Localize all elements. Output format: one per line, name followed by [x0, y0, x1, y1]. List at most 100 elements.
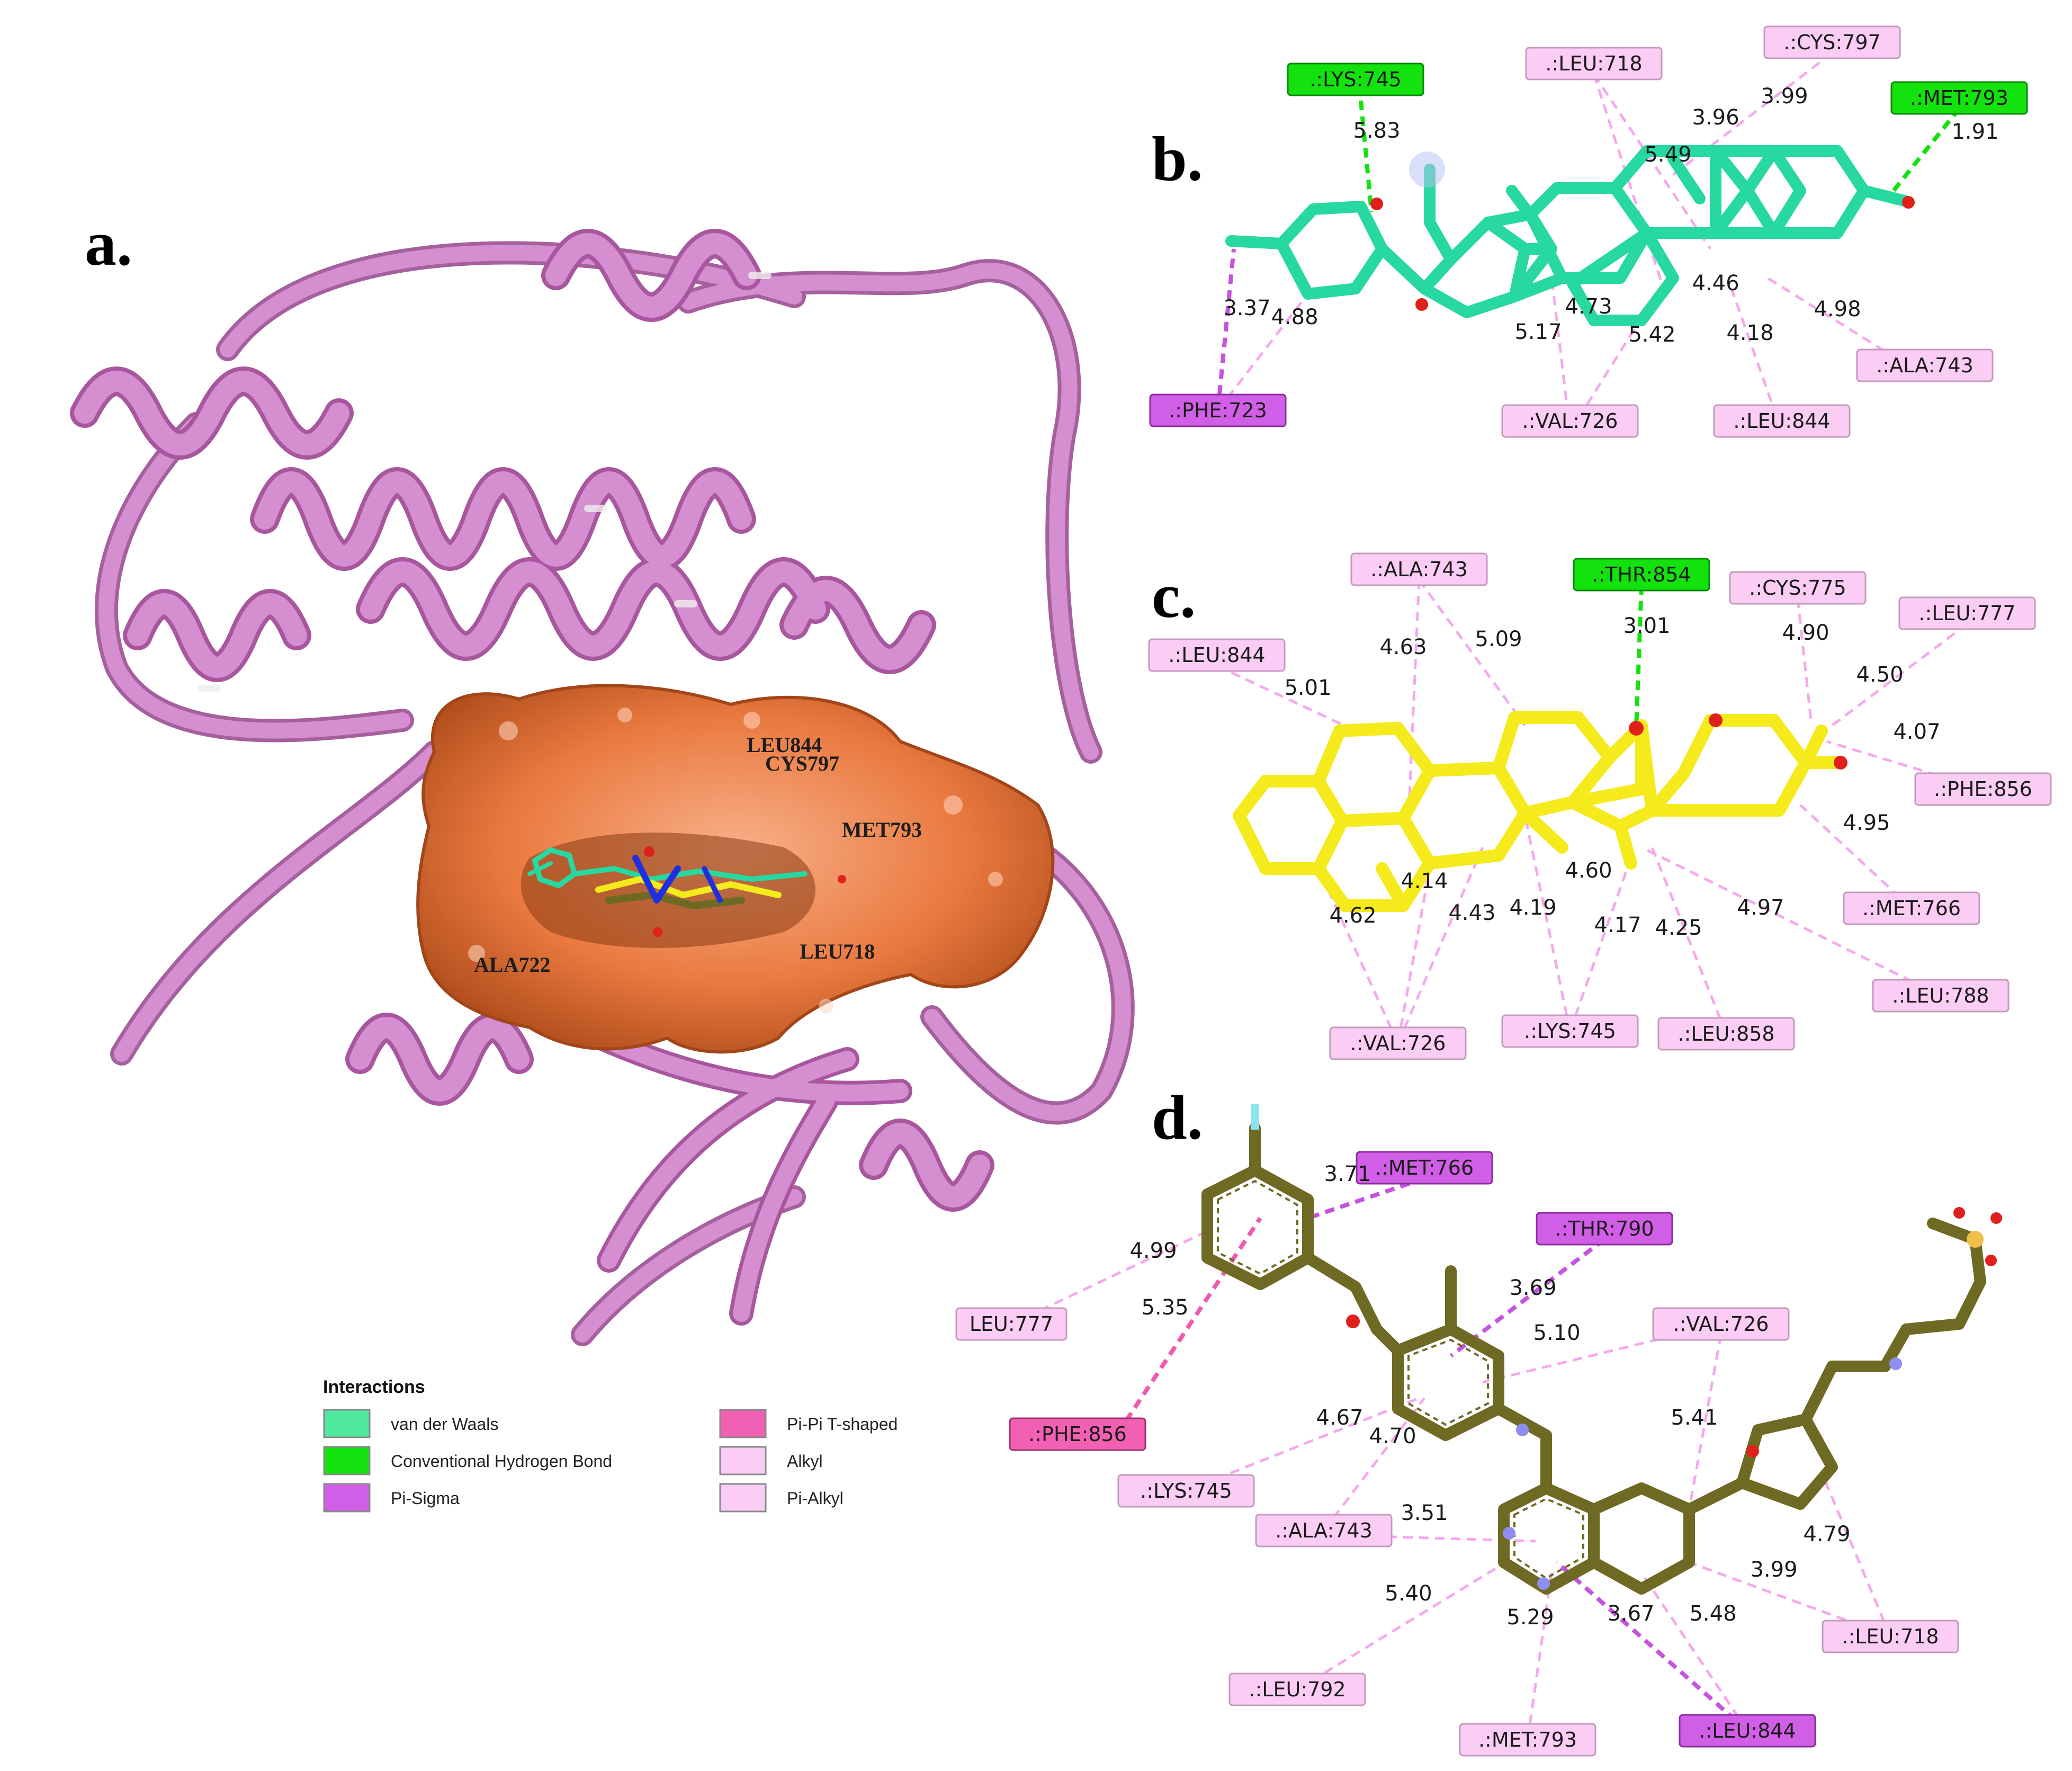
residue-name: .:CYS:797	[1783, 31, 1880, 54]
residue-name: .:LEU:844	[1699, 1719, 1796, 1742]
panel-d-distance-label: 3.99	[1750, 1558, 1797, 1582]
panel-c-letter: c.	[1152, 560, 1196, 631]
panel-c-residue-label: .:MET:766	[1843, 891, 1980, 925]
panel-d-ring-dashes	[1217, 1179, 1584, 1580]
panel-d-interaction-line	[1555, 1561, 1749, 1732]
panel-c: c. .:ALA:743.:THR:854.:CYS:775.:LEU:777.…	[1148, 552, 2052, 1060]
panel-c-interactions	[1216, 579, 1984, 1044]
panel-b-distance-label: 3.37	[1223, 296, 1270, 320]
pocket-label-leu718: LEU718	[800, 940, 875, 963]
legend-swatch-pi-alkyl	[719, 1483, 767, 1513]
residue-name: .:LEU:777	[1918, 602, 2015, 625]
panel-d-heteroatoms	[1251, 1104, 2002, 1590]
panel-c-distance-label: 4.14	[1401, 869, 1448, 893]
panel-c-distance-label: 4.50	[1856, 663, 1903, 687]
residue-name: .:ALA:743	[1876, 354, 1974, 377]
panel-d-residue-label: .:VAL:726	[1652, 1307, 1790, 1341]
panel-c-distance-label: 4.60	[1565, 858, 1612, 883]
docked-ligands-overlay	[527, 846, 846, 937]
panel-b-distance-label: 1.91	[1951, 120, 1998, 144]
panel-c-interaction-line	[1826, 740, 1984, 791]
panel-d-residue-label: .:LEU:844	[1679, 1714, 1816, 1748]
legend-label-van-der-waals: van der Waals	[391, 1415, 498, 1434]
panel-d-residue-label: .:LEU:718	[1822, 1620, 1959, 1653]
residue-box	[1117, 1474, 1255, 1508]
panel-b-distance-label: 4.73	[1565, 294, 1612, 319]
panel-d-interaction-line	[1526, 1572, 1553, 1740]
pocket-label-cys797: CYS797	[765, 752, 839, 775]
panel-b-interaction-line	[1217, 293, 1309, 412]
panel-b-residue-label: .:LYS:745	[1287, 62, 1424, 96]
residue-name: .:VAL:726	[1350, 1032, 1446, 1055]
pocket-label-leu844: LEU844	[747, 733, 822, 757]
panel-c-interaction-line	[1651, 847, 1728, 1034]
residue-box	[1763, 25, 1901, 59]
panel-b-interaction-line	[1359, 100, 1374, 212]
panel-d-letter: d.	[1152, 1082, 1203, 1152]
panel-d-interaction-line	[1307, 1176, 1425, 1220]
panel-d: d.	[955, 1082, 2002, 1757]
residue-name: .:MET:793	[1910, 86, 2008, 110]
panel-c-residue-label: .:LEU:858	[1657, 1017, 1795, 1051]
panel-d-interaction-line	[1296, 1555, 1515, 1691]
legend-label-hydrogen-bond: Conventional Hydrogen Bond	[391, 1452, 612, 1471]
panel-c-distance-label: 3.01	[1623, 614, 1670, 638]
residue-name: .:LEU:788	[1892, 984, 1989, 1007]
panel-b-interaction-line	[1592, 73, 1712, 250]
panel-d-distance-label: 3.69	[1509, 1276, 1556, 1300]
panel-b-distance-label: 5.42	[1628, 323, 1675, 347]
residue-box	[1287, 62, 1424, 96]
residue-name: .:VAL:726	[1673, 1312, 1769, 1336]
residue-box	[1228, 1672, 1366, 1706]
pocket-label-ala722: ALA722	[474, 953, 550, 977]
residue-box	[1890, 81, 2028, 115]
residue-name: .:MET:766	[1375, 1156, 1474, 1179]
panel-c-distance-label: 4.19	[1509, 896, 1556, 920]
panel-c-residue-label: .:LEU:788	[1872, 979, 2010, 1013]
panel-d-distance-label: 5.48	[1689, 1602, 1736, 1626]
panel-c-distance-label: 4.62	[1329, 904, 1376, 928]
panel-d-distance-label: 5.29	[1506, 1605, 1554, 1630]
panel-b-ligand	[1225, 145, 1912, 326]
residue-box	[1679, 1714, 1816, 1748]
panel-c-distance-label: 4.25	[1655, 916, 1702, 940]
panel-c-interaction-line	[1640, 846, 1942, 997]
legend-title: Interactions	[323, 1377, 425, 1397]
panel-c-interaction-line	[1396, 868, 1431, 1044]
panel-d-distance-label: 5.35	[1141, 1295, 1188, 1320]
panel-b-residue-label: .:MET:793	[1890, 81, 2028, 115]
panel-d-distance-label: 4.79	[1803, 1522, 1850, 1546]
residue-box	[1501, 404, 1639, 438]
panel-b-heteroatoms	[1370, 151, 1915, 311]
residue-name: .:PHE:856	[1028, 1423, 1127, 1446]
panel-d-residue-label: .:PHE:856	[1009, 1417, 1146, 1451]
residue-name: .:LEU:792	[1249, 1678, 1346, 1701]
residue-name: .:LEU:718	[1842, 1625, 1939, 1648]
residue-name: .:PHE:856	[1934, 777, 2032, 801]
panel-b-distance-label: 3.99	[1761, 84, 1808, 109]
panel-c-interaction-line	[1407, 579, 1421, 819]
legend-label-pi-alkyl: Pi-Alkyl	[787, 1489, 844, 1508]
residue-name: .:LEU:844	[1168, 643, 1265, 667]
residue-name: .:MET:793	[1478, 1728, 1577, 1751]
residue-box	[1573, 558, 1710, 592]
panel-d-interaction-line	[1323, 1397, 1425, 1532]
panel-c-residue-label: .:LEU:844	[1148, 638, 1286, 672]
pocket-label-met793: MET793	[842, 818, 922, 842]
panel-b: b. .:LYS:745.:LEU:718.:CYS:797.:MET:793.…	[1149, 25, 2028, 438]
panel-c-distance-label: 5.09	[1475, 627, 1522, 651]
panel-b-letter: b.	[1152, 123, 1203, 194]
panel-b-residue-label: .:PHE:723	[1149, 393, 1287, 427]
residue-box	[1459, 1723, 1596, 1757]
residue-box	[1525, 47, 1663, 80]
interaction-legend: Interactions van der Waals Conventional …	[323, 1377, 898, 1513]
panel-b-interaction-line	[1216, 248, 1236, 411]
panel-d-distance-label: 3.51	[1401, 1501, 1448, 1525]
panel-b-residue-label: .:LEU:844	[1713, 404, 1851, 438]
panel-b-residue-label: .:VAL:726	[1501, 404, 1639, 438]
residue-name: .:PHE:723	[1169, 399, 1267, 422]
panel-b-interactions	[1216, 52, 1961, 433]
panel-a-letter: a.	[85, 208, 132, 279]
panel-d-residue-label: .:ALA:743	[1255, 1514, 1393, 1548]
